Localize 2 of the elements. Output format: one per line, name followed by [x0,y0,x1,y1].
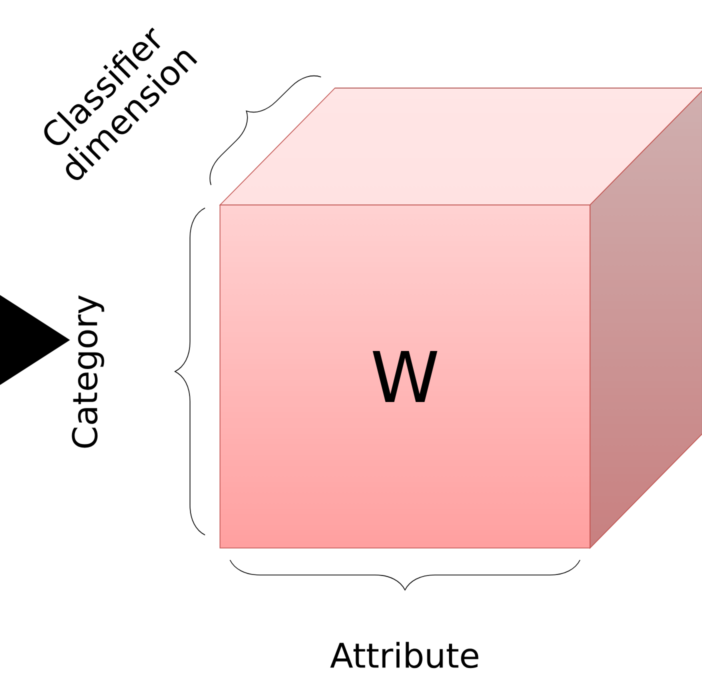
dimension-label: Attribute [330,642,478,668]
dimension-label: Category [72,295,104,448]
